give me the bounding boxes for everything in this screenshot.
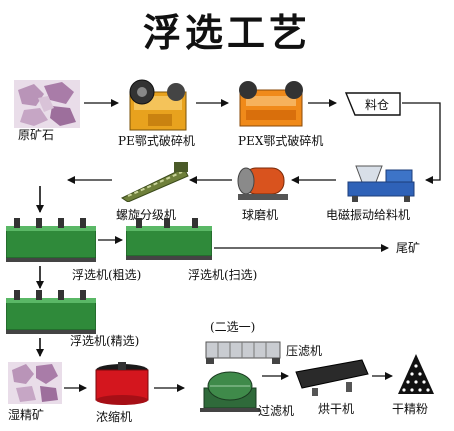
diagram-title: 浮选工艺 <box>142 10 311 55</box>
label-pex-crusher: PEX鄂式破碎机 <box>238 134 324 148</box>
thickener-image <box>95 362 149 405</box>
label-bin: 料仓 <box>365 98 390 112</box>
label-dry-concentrate: 干精粉 <box>392 402 429 416</box>
label-classifier: 螺旋分级机 <box>116 208 177 222</box>
vacuum-filter-image <box>200 371 260 412</box>
label-vacuum-filter: 过滤机 <box>258 404 295 418</box>
label-dryer: 烘干机 <box>318 402 355 416</box>
rough-flotation-cells-image <box>6 218 96 262</box>
clean-flotation-cells-image <box>6 290 96 334</box>
label-either-or: (二选一) <box>210 320 256 334</box>
label-wet-concentrate: 湿精矿 <box>8 408 45 422</box>
label-ore: 原矿石 <box>18 128 55 142</box>
label-rough: 浮选机(粗选) <box>72 268 142 282</box>
vibrating-feeder-image <box>347 165 415 202</box>
ball-mill-image <box>237 167 288 200</box>
ore-rock-image <box>14 80 80 128</box>
pex-jaw-crusher-image <box>239 81 303 127</box>
press-filter-image <box>205 341 281 364</box>
rotary-dryer-image <box>295 359 369 396</box>
label-feeder: 电磁振动给料机 <box>326 208 411 222</box>
label-thickener: 浓缩机 <box>96 410 133 424</box>
label-clean: 浮选机(精选) <box>70 334 140 348</box>
bin-node: 料仓 <box>345 92 401 116</box>
wet-concentrate-image <box>8 362 62 404</box>
label-press-filter: 压滤机 <box>286 344 323 358</box>
scavenge-flotation-cells-image <box>126 218 212 260</box>
bin-hopper-shape <box>345 92 401 116</box>
label-scavenge: 浮选机(扫选) <box>188 268 258 282</box>
pe-jaw-crusher-image <box>129 79 187 131</box>
dry-concentrate-pile-image <box>398 354 434 394</box>
arrow-bin-to-feeder <box>402 102 441 184</box>
spiral-classifier-image <box>120 162 189 202</box>
label-pe-crusher: PE鄂式破碎机 <box>118 134 195 148</box>
label-tailings: 尾矿 <box>396 241 421 255</box>
label-ball-mill: 球磨机 <box>242 208 279 222</box>
